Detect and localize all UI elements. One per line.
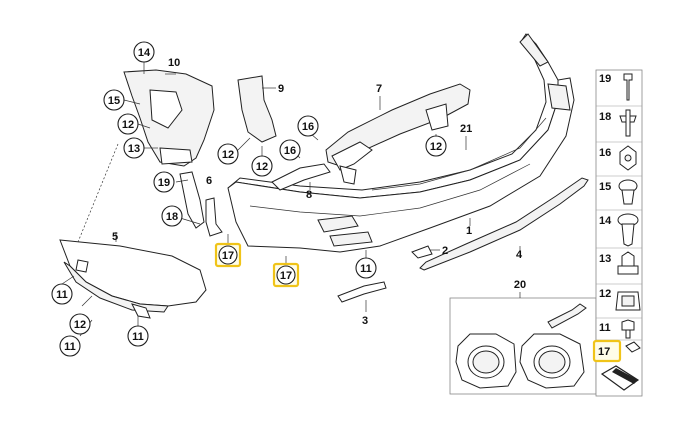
svg-text:16: 16 [599, 147, 611, 159]
callout-12d[interactable]: 12 [425, 135, 447, 157]
cover-2[interactable] [411, 245, 433, 259]
callout-12a[interactable]: 12 [117, 113, 139, 135]
svg-text:21: 21 [460, 123, 472, 135]
callout-15[interactable]: 15 [103, 89, 125, 111]
legend-item-11[interactable]: 11 [599, 319, 635, 339]
legend-item-15[interactable]: 15 [599, 179, 638, 205]
callout-8[interactable]: 8 [306, 189, 312, 201]
svg-text:16: 16 [302, 121, 314, 133]
svg-text:8: 8 [306, 189, 312, 201]
svg-text:14: 14 [599, 215, 612, 227]
callout-11a[interactable]: 11 [355, 257, 377, 279]
legend-item-18[interactable]: 18 [599, 109, 637, 137]
svg-text:7: 7 [376, 83, 382, 95]
lower-trim-strip[interactable] [419, 177, 589, 271]
svg-text:12: 12 [430, 141, 442, 153]
svg-text:17: 17 [280, 270, 292, 282]
svg-text:19: 19 [599, 73, 611, 85]
legend-item-17[interactable]: 17 [592, 339, 641, 363]
callout-17a[interactable]: 17 [214, 242, 242, 268]
bracket-6[interactable] [179, 171, 205, 229]
center-bracket[interactable] [325, 83, 471, 185]
svg-text:11: 11 [360, 263, 372, 275]
small-bracket[interactable] [271, 163, 331, 191]
detail-box-20: 20 [449, 279, 597, 395]
callout-2[interactable]: 2 [442, 245, 448, 257]
legend-item-12[interactable]: 12 [599, 288, 641, 311]
svg-text:12: 12 [599, 288, 611, 300]
svg-text:17: 17 [222, 250, 234, 262]
fastener-legend: 19 18 16 15 14 13 12 [592, 69, 643, 397]
callout-11d[interactable]: 11 [127, 325, 149, 347]
svg-text:12: 12 [122, 119, 134, 131]
svg-text:2: 2 [442, 245, 448, 257]
callout-6[interactable]: 6 [206, 175, 212, 187]
svg-text:15: 15 [108, 95, 120, 107]
svg-text:12: 12 [74, 319, 86, 331]
svg-text:6: 6 [206, 175, 212, 187]
legend-arrow-icon [600, 365, 640, 391]
svg-text:5: 5 [112, 231, 118, 243]
legend-item-16[interactable]: 16 [599, 145, 637, 171]
clip-18[interactable] [205, 197, 223, 237]
svg-text:18: 18 [166, 211, 178, 223]
callout-3[interactable]: 3 [362, 315, 368, 327]
legend-item-14[interactable]: 14 [599, 213, 639, 247]
svg-text:11: 11 [56, 289, 68, 301]
svg-text:11: 11 [64, 341, 76, 353]
svg-text:15: 15 [599, 181, 611, 193]
callout-21[interactable]: 21 [460, 123, 472, 135]
callout-12b[interactable]: 12 [217, 143, 239, 165]
svg-text:1: 1 [466, 225, 472, 237]
bracket-9[interactable] [237, 75, 277, 143]
legend-item-13[interactable]: 13 [599, 251, 639, 275]
svg-text:19: 19 [158, 177, 170, 189]
callout-19[interactable]: 19 [153, 171, 175, 193]
callout-7[interactable]: 7 [376, 83, 382, 95]
callout-16a[interactable]: 16 [279, 139, 301, 161]
strip-detail[interactable] [547, 303, 587, 329]
callout-12c[interactable]: 12 [251, 155, 273, 177]
legend-item-19[interactable]: 19 [599, 73, 633, 101]
svg-text:10: 10 [168, 57, 180, 69]
fog-light-frame-left[interactable] [455, 333, 517, 389]
reflector-3[interactable] [337, 281, 387, 303]
svg-text:9: 9 [278, 83, 284, 95]
callout-5[interactable]: 5 [112, 231, 118, 243]
svg-text:14: 14 [138, 47, 151, 59]
svg-text:11: 11 [132, 331, 144, 343]
callout-12e[interactable]: 12 [69, 313, 91, 335]
svg-text:11: 11 [599, 322, 611, 334]
callout-4[interactable]: 4 [516, 249, 523, 261]
rear-bumper-panel[interactable] [227, 33, 575, 253]
svg-text:13: 13 [128, 143, 140, 155]
callout-17b[interactable]: 17 [272, 262, 300, 288]
svg-text:18: 18 [599, 111, 611, 123]
svg-text:16: 16 [284, 145, 296, 157]
callout-16b[interactable]: 16 [297, 115, 319, 137]
svg-text:13: 13 [599, 253, 611, 265]
svg-text:3: 3 [362, 315, 368, 327]
callout-11c[interactable]: 11 [59, 335, 81, 357]
side-bracket-10[interactable] [123, 69, 215, 167]
callout-11b[interactable]: 11 [51, 283, 73, 305]
svg-text:12: 12 [256, 161, 268, 173]
callout-10[interactable]: 10 [168, 57, 180, 69]
svg-text:4: 4 [516, 249, 523, 261]
svg-text:12: 12 [222, 149, 234, 161]
callout-20: 20 [514, 279, 526, 291]
fastener-5[interactable] [131, 303, 151, 319]
callout-18[interactable]: 18 [161, 205, 183, 227]
side-panel-5[interactable] [59, 239, 207, 313]
callout-14[interactable]: 14 [133, 41, 155, 63]
svg-text:17: 17 [598, 346, 610, 358]
callout-9[interactable]: 9 [278, 83, 284, 95]
callout-1[interactable]: 1 [466, 225, 472, 237]
callout-13[interactable]: 13 [123, 137, 145, 159]
fog-light-frame-right[interactable] [519, 333, 585, 389]
